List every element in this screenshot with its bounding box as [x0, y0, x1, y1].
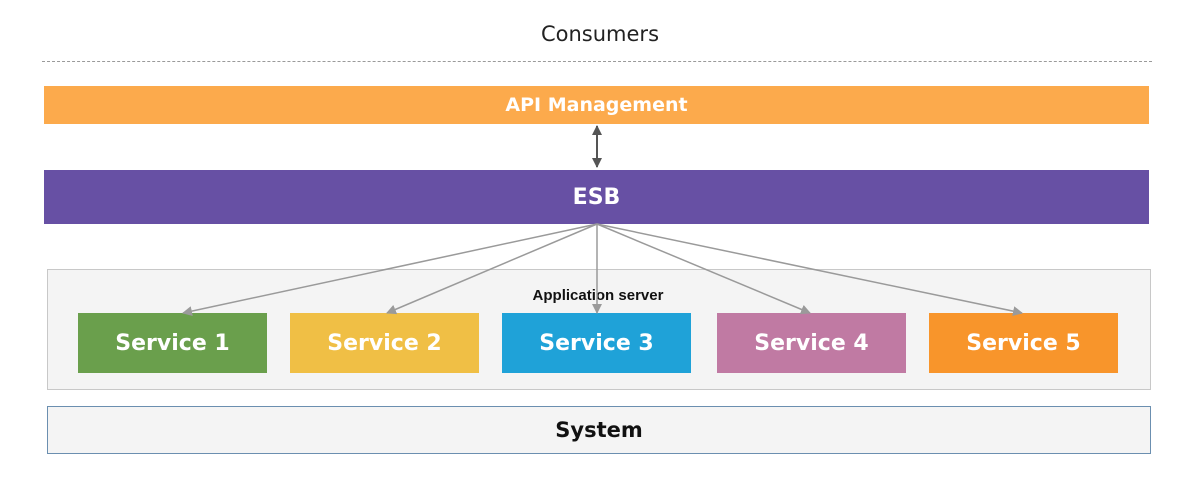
- esb-label: ESB: [572, 184, 621, 210]
- service-2-label: Service 2: [327, 330, 442, 356]
- system-label: System: [555, 418, 643, 442]
- service-5-label: Service 5: [966, 330, 1081, 356]
- system-layer[interactable]: System: [47, 406, 1151, 454]
- api-management-layer[interactable]: API Management: [44, 86, 1149, 124]
- consumers-divider: [42, 61, 1152, 62]
- service-3-label: Service 3: [539, 330, 654, 356]
- api-management-label: API Management: [505, 94, 688, 116]
- service-1-label: Service 1: [115, 330, 230, 356]
- application-server-label: Application server: [532, 287, 664, 304]
- service-1-box[interactable]: Service 1: [78, 313, 267, 373]
- service-4-box[interactable]: Service 4: [717, 313, 906, 373]
- esb-layer[interactable]: ESB: [44, 170, 1149, 224]
- service-5-box[interactable]: Service 5: [929, 313, 1118, 373]
- service-4-label: Service 4: [754, 330, 869, 356]
- consumers-label: Consumers: [540, 22, 660, 46]
- service-2-box[interactable]: Service 2: [290, 313, 479, 373]
- service-3-box[interactable]: Service 3: [502, 313, 691, 373]
